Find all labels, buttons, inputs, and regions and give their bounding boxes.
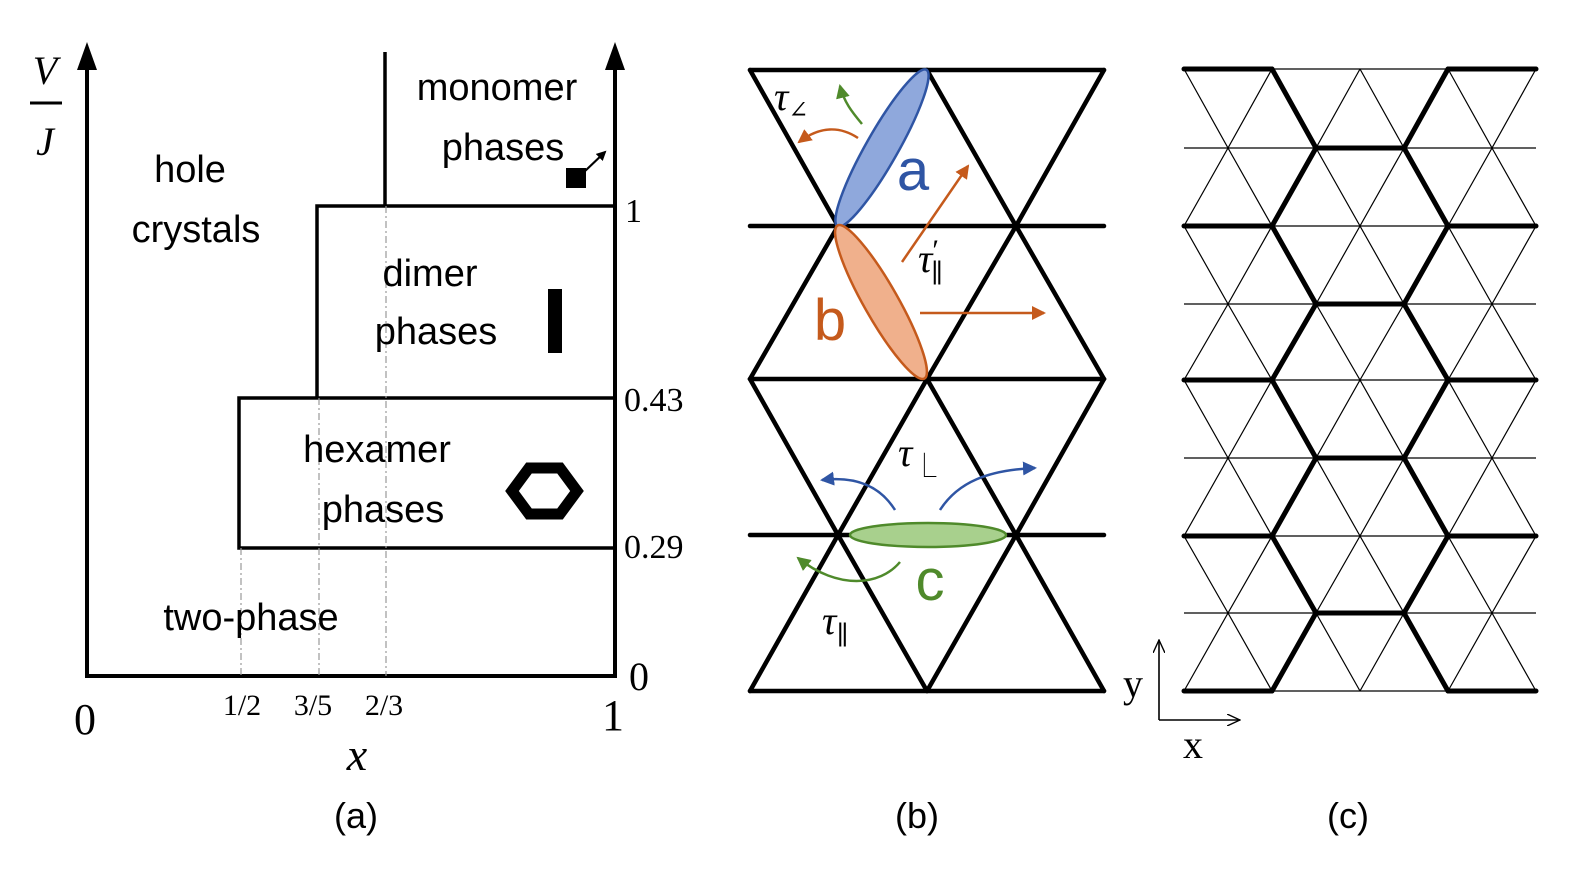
- dimer-label-2: phases: [375, 311, 498, 353]
- monomer-label-2: phases: [442, 127, 565, 169]
- hexamer-label-1: hexamer: [303, 429, 451, 471]
- x-tick-three-fifths: 3/5: [294, 689, 332, 722]
- tau-angle-label: τ∠: [774, 74, 808, 124]
- y-label-j: J: [36, 119, 56, 164]
- tau-angle-subscript: ∠: [788, 98, 808, 124]
- right-tick-0: 0: [629, 654, 649, 699]
- y-axis-arrowhead: [77, 42, 97, 70]
- phase-diagram-panel: V J hole crystals monomer phases dimer p…: [30, 42, 684, 836]
- caption-c: (c): [1327, 795, 1369, 836]
- thick-dimer-bonds: [1181, 66, 1539, 694]
- y-label-v: V: [33, 48, 62, 93]
- hop-arrow-c-blue-left: [820, 471, 897, 511]
- tau-prime-mark: ′: [932, 234, 939, 267]
- lattice-hopping-panel: a τ∠ b τ′∥ c τ⎿ τ∥ (b): [747, 67, 1107, 836]
- two-phase-label: two-phase: [163, 597, 338, 639]
- dimer-b-ellipse: [833, 223, 929, 381]
- tau-par-subscript: ∥: [931, 259, 943, 288]
- x-axis-indicator-label: x: [1183, 722, 1203, 767]
- dimer-label-1: dimer: [382, 253, 477, 295]
- tau-par-prime-label: τ′∥: [918, 234, 943, 288]
- tau-par-subscript-c: ∥: [836, 621, 848, 650]
- monomer-label-1: monomer: [417, 67, 578, 109]
- right-tick-0-29: 0.29: [624, 529, 684, 566]
- dimer-a-label: a: [897, 138, 930, 203]
- hexamer-label-2: phases: [322, 489, 445, 531]
- dimer-c-ellipse: [848, 521, 1008, 549]
- dimer-b-label: b: [814, 288, 846, 353]
- hexamer-region-box: [237, 396, 615, 550]
- x-axis-label: x: [346, 729, 368, 780]
- tau-bent-subscript: ⎿: [912, 452, 936, 480]
- hole-crystals-label-1: hole: [154, 149, 226, 191]
- dimer-c-label: c: [916, 548, 945, 613]
- monomer-square-icon: [566, 168, 586, 188]
- hexamer-hexagon-icon: [505, 462, 584, 520]
- hop-arrow-c-green: [796, 556, 901, 583]
- lattice-diagonal-lines: [747, 67, 1107, 694]
- hop-arrow-b-diagonal: [900, 164, 970, 263]
- dimer-bar-icon: [548, 289, 562, 353]
- tau-par-label: τ∥: [822, 598, 848, 650]
- hop-arrow-a-orange: [797, 128, 859, 144]
- monomer-arrow-icon: [583, 150, 607, 173]
- dimer-covering-panel: y x (c): [1123, 66, 1539, 836]
- x-tick-half: 1/2: [223, 689, 261, 722]
- hole-crystals-label-2: crystals: [132, 209, 261, 251]
- right-tick-1: 1: [625, 193, 642, 230]
- tau-bent-label: τ⎿: [898, 430, 936, 480]
- right-axis-arrowhead: [605, 42, 625, 70]
- dimer-region-box: [315, 204, 615, 398]
- x-end-label: 1: [602, 691, 624, 740]
- caption-b: (b): [895, 795, 939, 836]
- hop-arrow-a-green: [836, 84, 863, 125]
- caption-a: (a): [334, 795, 378, 836]
- y-axis-indicator-label: y: [1123, 661, 1143, 706]
- x-tick-two-thirds: 2/3: [365, 689, 403, 722]
- right-tick-0-43: 0.43: [624, 382, 684, 419]
- hop-arrow-c-blue-right: [938, 461, 1037, 511]
- x-origin-label: 0: [74, 695, 96, 744]
